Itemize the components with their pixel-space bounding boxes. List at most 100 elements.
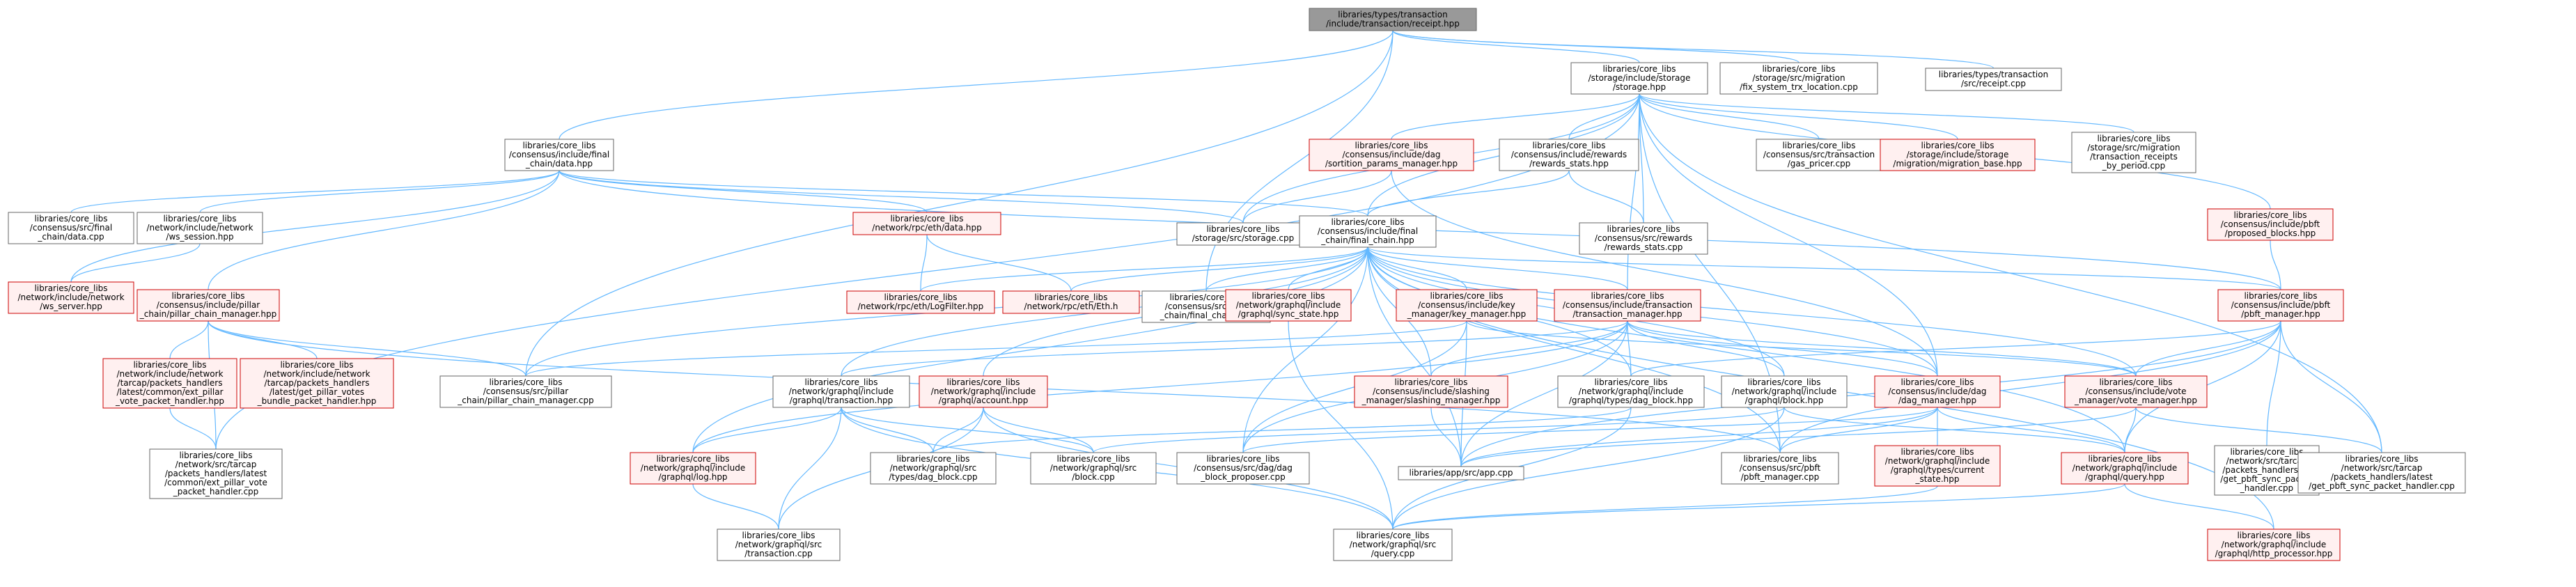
- node-label-line: /consensus/include/slashing: [1373, 386, 1490, 396]
- file-node-final-data-hpp[interactable]: libraries/core_libs/consensus/include/fi…: [504, 139, 614, 171]
- file-node-app-cpp[interactable]: libraries/app/src/app.cpp: [1398, 466, 1524, 480]
- node-label-line: libraries/core_libs: [1594, 377, 1667, 387]
- edge-gql-account-to-types-dag-block-cpp: [932, 407, 983, 453]
- node-box: [772, 375, 910, 408]
- node-label-line: /fix_system_trx_location.cpp: [1740, 82, 1858, 92]
- file-node-dag-block-proposer[interactable]: libraries/core_libs/consensus/src/dag/da…: [1176, 452, 1310, 485]
- file-node-key-manager[interactable]: libraries/core_libs/consensus/include/ke…: [1396, 289, 1538, 322]
- file-node-ext-pillar-vote-cpp[interactable]: libraries/core_libs/network/src/tarcap/p…: [149, 448, 283, 499]
- node-box: [1225, 289, 1352, 322]
- node-label-line: /network/graphql/src: [735, 540, 822, 549]
- node-label-line: _chain/final_chain.hpp: [1320, 235, 1414, 245]
- file-node-proposed-blocks[interactable]: libraries/core_libs/consensus/include/pb…: [2207, 208, 2334, 241]
- file-node-ws-session[interactable]: libraries/core_libs/network/include/netw…: [136, 212, 263, 244]
- node-label-line: /graphql/transaction.hpp: [790, 396, 893, 405]
- edge-tx-manager-to-gql-dag-block-hpp: [1627, 321, 1632, 377]
- file-node-dag-manager[interactable]: libraries/core_libs/consensus/include/da…: [1874, 375, 2001, 408]
- node-label-line: /graphql/types/current: [1891, 465, 1985, 475]
- file-node-receipt-cpp[interactable]: libraries/types/transaction/src/receipt.…: [1925, 68, 2062, 91]
- file-node-types-dag-block-cpp[interactable]: libraries/core_libs/network/graphql/src/…: [870, 452, 997, 485]
- node-label-line: /network/include/network: [17, 292, 124, 302]
- file-node-pillar-chain-mgr-cpp[interactable]: libraries/core_libs/consensus/src/pillar…: [439, 375, 612, 408]
- file-node-storage-hpp[interactable]: libraries/core_libs/storage/include/stor…: [1570, 62, 1708, 95]
- file-node-rewards-stats-cpp[interactable]: libraries/core_libs/consensus/src/reward…: [1579, 222, 1708, 255]
- edge-key-manager-to-pillar-chain-mgr-cpp: [525, 321, 1467, 377]
- file-node-tx-manager[interactable]: libraries/core_libs/consensus/include/tr…: [1554, 289, 1701, 322]
- node-label-line: /consensus/include/final: [509, 150, 609, 159]
- node-label-line: /network/graphql/include: [931, 386, 1036, 396]
- file-node-gql-query-hpp[interactable]: libraries/core_libs/network/graphql/incl…: [2061, 452, 2189, 485]
- file-node-gql-query-cpp[interactable]: libraries/core_libs/network/graphql/src/…: [1333, 529, 1453, 561]
- file-node-pbft-manager-hpp[interactable]: libraries/core_libs/consensus/include/pb…: [2217, 289, 2344, 322]
- file-node-gql-transaction-hpp[interactable]: libraries/core_libs/network/graphql/incl…: [772, 375, 910, 408]
- file-node-eth-data[interactable]: libraries/core_libs/network/rpc/eth/data…: [852, 212, 1001, 235]
- file-node-get-pbft-sync-latest[interactable]: libraries/core_libs/network/src/tarcap/p…: [2297, 452, 2466, 494]
- file-node-slashing-mgr[interactable]: libraries/core_libs/consensus/include/sl…: [1354, 375, 1508, 408]
- file-node-pbft-manager-cpp[interactable]: libraries/core_libs/consensus/src/pbft/p…: [1721, 452, 1839, 485]
- node-box: [1880, 139, 2036, 171]
- node-label-line: libraries/app/src/app.cpp: [1410, 468, 1513, 478]
- node-label-line: _manager/slashing_manager.hpp: [1361, 396, 1501, 405]
- edge-final-data-hpp-to-final-chain-hpp: [559, 171, 1368, 217]
- file-node-final-chain-hpp[interactable]: libraries/core_libs/consensus/include/fi…: [1299, 215, 1437, 248]
- file-node-migration-base[interactable]: libraries/core_libs/storage/include/stor…: [1880, 139, 2036, 171]
- edge-receipt-hpp-to-storage-hpp: [1393, 31, 1640, 63]
- node-label-line: /transaction_manager.hpp: [1572, 309, 1682, 319]
- file-node-logfilter[interactable]: libraries/core_libs/network/rpc/eth/LogF…: [846, 290, 995, 314]
- node-label-line: /consensus/src/transaction: [1763, 150, 1875, 159]
- node-label-line: /rewards_stats.cpp: [1605, 242, 1683, 252]
- file-node-gql-dag-block-hpp[interactable]: libraries/core_libs/network/graphql/incl…: [1557, 375, 1705, 408]
- file-node-ext-pillar-vote[interactable]: libraries/core_libs/network/include/netw…: [102, 358, 237, 409]
- edge-dag-manager-to-pbft-manager-cpp: [1779, 407, 1937, 453]
- file-node-final-data-cpp[interactable]: libraries/core_libs/consensus/src/final_…: [8, 212, 134, 244]
- node-box: [2061, 452, 2189, 485]
- edge-final-chain-hpp-to-logfilter: [920, 247, 1368, 292]
- node-label-line: libraries/core_libs: [179, 451, 252, 460]
- node-box: [852, 212, 1001, 235]
- file-node-ws-server[interactable]: libraries/core_libs/network/include/netw…: [8, 281, 134, 314]
- node-label-line: /latest/get_pillar_votes: [270, 387, 364, 397]
- node-label-line: /tarcap/packets_handlers: [265, 378, 370, 388]
- file-node-receipt-hpp[interactable]: libraries/types/transaction/include/tran…: [1309, 8, 1477, 31]
- node-label-line: /query.cpp: [1371, 549, 1415, 558]
- node-label-line: libraries/types/transaction: [1338, 10, 1447, 19]
- file-node-vote-manager[interactable]: libraries/core_libs/consensus/include/vo…: [2064, 375, 2208, 408]
- edge-storage-hpp-to-tx-receipts-period: [1639, 94, 2134, 133]
- file-node-gql-block-hpp[interactable]: libraries/core_libs/network/graphql/incl…: [1721, 375, 1848, 408]
- node-label-line: /graphql/types/dag_block.hpp: [1569, 396, 1693, 405]
- node-label-line: libraries/core_libs: [1602, 64, 1676, 74]
- file-node-pillar-chain-mgr-hpp[interactable]: libraries/core_libs/consensus/include/pi…: [136, 289, 280, 322]
- node-label-line: _vote_packet_handler.hpp: [115, 396, 224, 406]
- file-node-gql-block-cpp[interactable]: libraries/core_libs/network/graphql/src/…: [1030, 452, 1157, 485]
- file-node-gql-log[interactable]: libraries/core_libs/network/graphql/incl…: [630, 452, 756, 485]
- file-node-gql-account[interactable]: libraries/core_libs/network/graphql/incl…: [919, 375, 1048, 408]
- node-box: [1925, 68, 2062, 91]
- file-node-http-processor[interactable]: libraries/core_libs/network/graphql/incl…: [2207, 529, 2341, 561]
- node-box: [1874, 375, 2001, 408]
- edge-storage-hpp-to-rewards-stats-hpp: [1568, 94, 1639, 140]
- file-node-tx-receipts-period[interactable]: libraries/core_libs/storage/src/migratio…: [2071, 132, 2196, 173]
- file-node-sync-state[interactable]: libraries/core_libs/network/graphql/incl…: [1225, 289, 1352, 322]
- node-label-line: libraries/core_libs: [1034, 292, 1107, 302]
- edge-pbft-manager-hpp-to-get-pbft-sync-v4: [2266, 321, 2281, 446]
- file-node-eth-h[interactable]: libraries/core_libs/network/rpc/eth/Eth.…: [1002, 290, 1140, 314]
- file-node-storage-cpp[interactable]: libraries/core_libs/storage/src/storage.…: [1176, 222, 1310, 246]
- node-label-line: /network/graphql/src: [1050, 463, 1137, 473]
- node-label-line: libraries/core_libs: [2345, 454, 2418, 464]
- file-node-gql-transaction-cpp[interactable]: libraries/core_libs/network/graphql/src/…: [717, 529, 841, 561]
- node-label-line: /pbft_manager.cpp: [1741, 472, 1819, 482]
- node-box: [439, 375, 612, 408]
- file-node-current-state[interactable]: libraries/core_libs/network/graphql/incl…: [1874, 445, 2001, 487]
- node-label-line: /consensus/include/final: [1318, 226, 1418, 236]
- node-label-line: libraries/core_libs: [163, 214, 236, 224]
- edge-tx-manager-to-gql-block-hpp: [1627, 321, 1785, 377]
- node-label-line: libraries/core_libs: [1355, 141, 1428, 150]
- file-node-sortition-params[interactable]: libraries/core_libs/consensus/include/da…: [1309, 139, 1474, 171]
- file-node-rewards-stats-hpp[interactable]: libraries/core_libs/consensus/include/re…: [1499, 139, 1639, 171]
- node-box: [8, 212, 134, 244]
- file-node-gas-pricer[interactable]: libraries/core_libs/consensus/src/transa…: [1756, 139, 1882, 171]
- edge-eth-data-to-logfilter: [920, 235, 927, 292]
- file-node-get-pillar-votes[interactable]: libraries/core_libs/network/include/netw…: [240, 358, 394, 409]
- file-node-fix-system-trx[interactable]: libraries/core_libs/storage/src/migratio…: [1719, 62, 1878, 95]
- node-label-line: libraries/core_libs: [1169, 292, 1242, 302]
